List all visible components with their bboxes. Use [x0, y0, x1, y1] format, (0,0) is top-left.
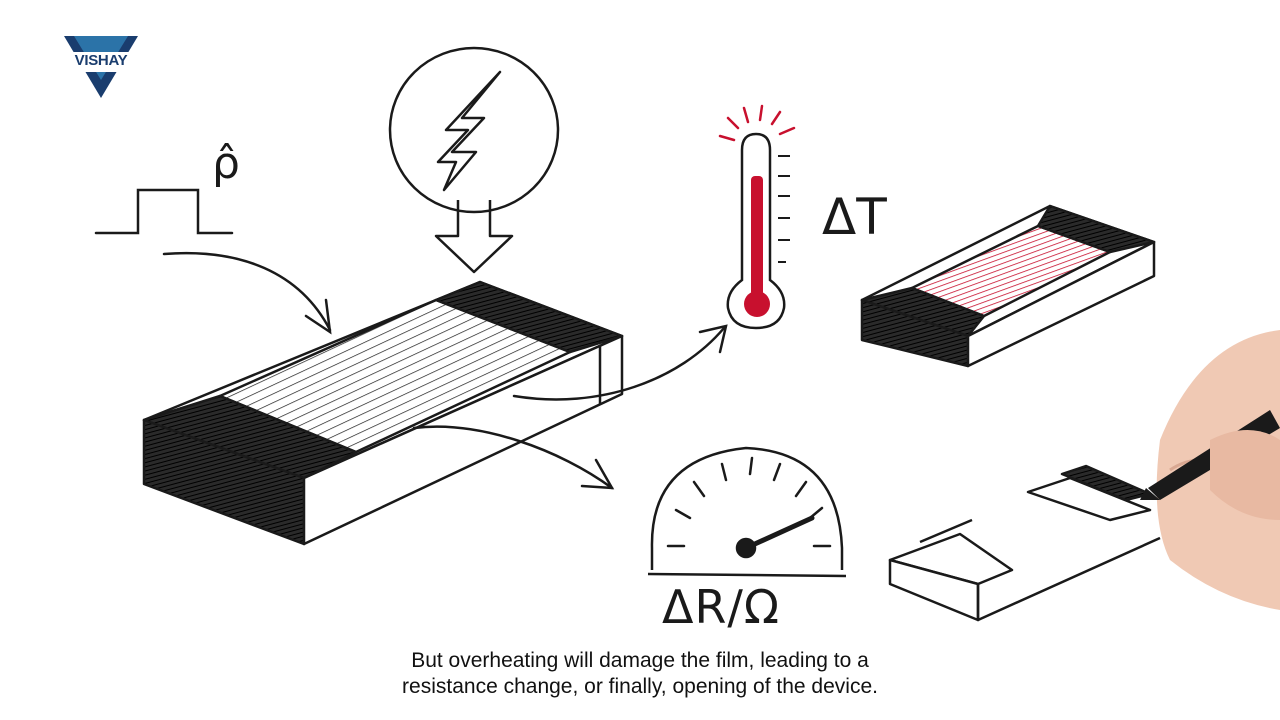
- lightning-icon: [388, 46, 560, 274]
- arrow-pulse-to-resistor: [162, 251, 332, 335]
- resistor-heated: [860, 204, 1156, 368]
- arrow-to-gauge: [412, 425, 615, 490]
- delta-r-symbol: ΔR/Ω: [662, 580, 781, 634]
- logo-triangle-icon: [60, 36, 142, 98]
- rho-symbol: ρ̂: [212, 138, 240, 189]
- gauge-icon: [647, 446, 847, 578]
- resistor-broken: [888, 464, 1161, 622]
- caption-line-1: But overheating will damage the film, le…: [411, 649, 869, 672]
- caption-line-2: resistance change, or finally, opening o…: [402, 675, 878, 698]
- logo-text: VISHAY: [74, 52, 128, 69]
- pen-icon: [1140, 330, 1280, 610]
- vishay-logo: VISHAY: [60, 34, 142, 100]
- delta-t-symbol: ΔT: [822, 188, 887, 246]
- pulse-waveform: [94, 188, 234, 235]
- subtitle-caption: But overheating will damage the film, le…: [290, 648, 990, 700]
- arrow-to-thermometer: [512, 324, 728, 401]
- thermometer-icon: [718, 104, 796, 330]
- resistor-large: [142, 280, 624, 546]
